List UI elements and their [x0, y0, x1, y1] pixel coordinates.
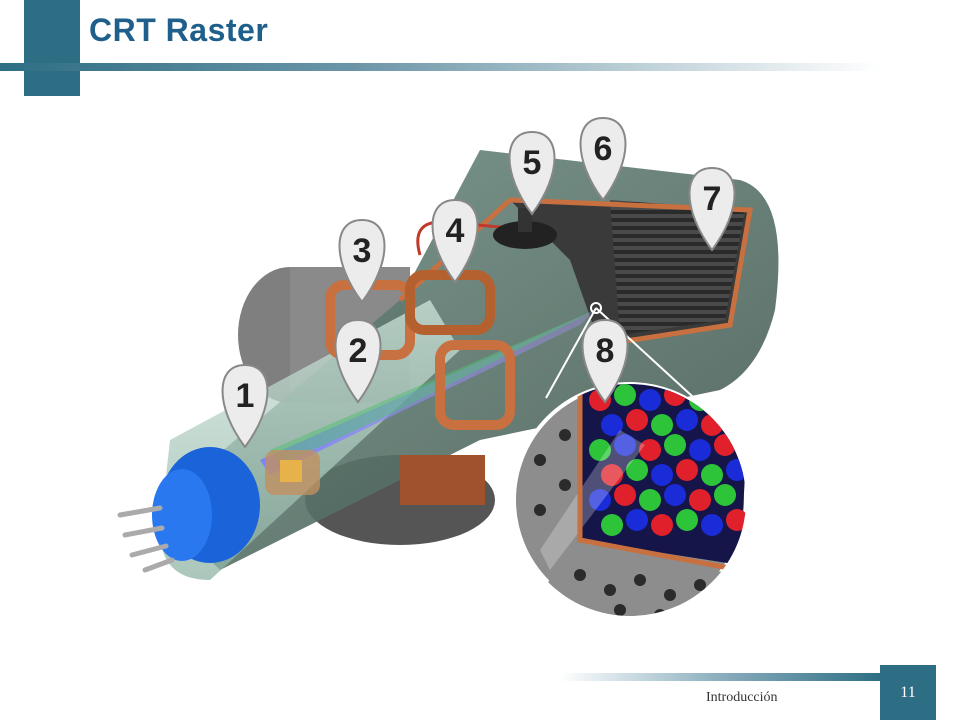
svg-text:8: 8: [596, 332, 615, 370]
svg-text:6: 6: [594, 130, 613, 168]
page-number-tab: [880, 665, 936, 720]
page-number: 11: [900, 684, 916, 701]
svg-text:4: 4: [446, 212, 465, 250]
marker-2: 2: [334, 318, 382, 404]
title-rule: [0, 63, 880, 71]
phosphor-zoom-circle: [512, 382, 748, 618]
svg-text:3: 3: [353, 232, 372, 270]
screen-interior: [398, 197, 753, 348]
electron-gun-socket: [117, 447, 320, 573]
svg-text:7: 7: [703, 180, 722, 218]
marker-6: 6: [579, 116, 627, 202]
marker-1: 1: [221, 363, 269, 449]
marker-pins: 1 2 3 4 5 6 7 8: [221, 116, 736, 449]
marker-7: 7: [688, 166, 736, 252]
title-accent-tab: [24, 0, 80, 96]
svg-text:1: 1: [236, 377, 255, 415]
marker-5: 5: [508, 130, 556, 216]
marker-4: 4: [431, 198, 479, 284]
marker-3: 3: [338, 218, 386, 304]
crt-cutaway-diagram: 1 2 3 4 5 6 7 8: [117, 116, 779, 618]
svg-text:2: 2: [349, 332, 368, 370]
footer-rule: [560, 673, 880, 681]
footer-section-label: Introducción: [706, 690, 778, 705]
svg-text:5: 5: [523, 144, 542, 182]
slide-title: CRT Raster: [89, 12, 269, 48]
marker-8: 8: [581, 318, 629, 404]
